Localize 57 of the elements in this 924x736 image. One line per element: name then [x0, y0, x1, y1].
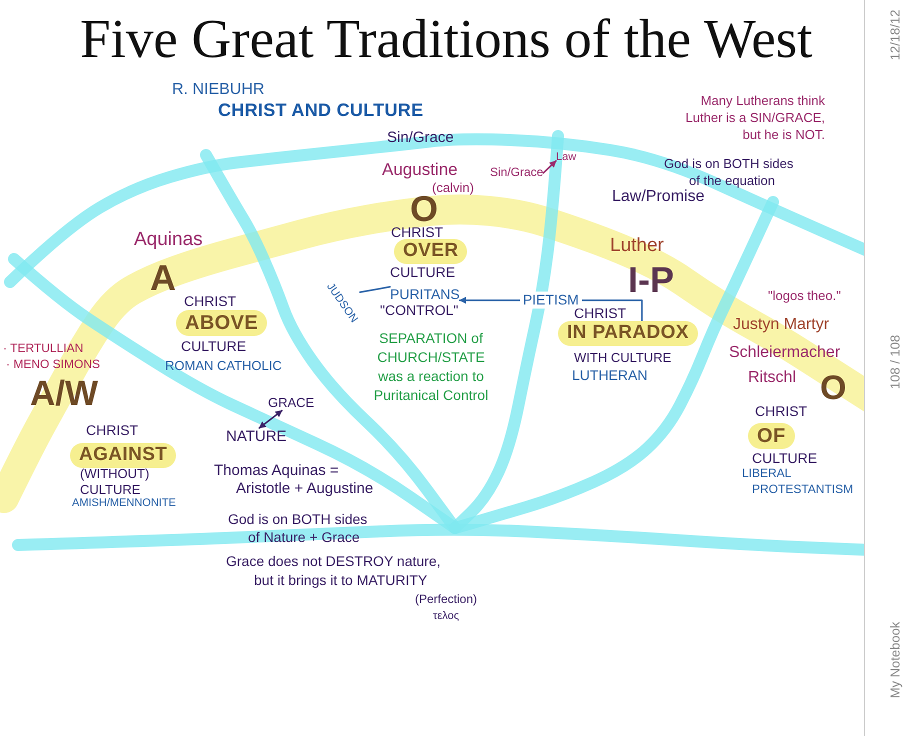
church-name: ROMAN CATHOLIC	[165, 358, 282, 374]
tradition-letter: A/W	[30, 376, 98, 411]
tradition-label: WITH CULTURE	[574, 350, 672, 366]
tradition-letter: I-P	[628, 262, 674, 298]
title: Five Great Traditions of the West	[80, 9, 812, 70]
note-text: "CONTROL"	[380, 302, 458, 319]
tradition-label: CHRIST	[391, 224, 444, 241]
tradition-label: CULTURE	[181, 338, 246, 355]
tradition-label: CULTURE	[752, 450, 818, 467]
leader-line	[359, 286, 391, 293]
date-text: 12/18/12	[888, 10, 902, 60]
note-text: God is on BOTH sides of Nature + Grace	[228, 510, 368, 546]
note-text: τελος	[433, 610, 460, 624]
theologian-name: Augustine	[382, 160, 458, 180]
church-name: LIBERAL PROTESTANTISM	[742, 465, 854, 497]
tradition-letter: A	[150, 260, 176, 296]
highlighted-term: IN PARADOX	[558, 321, 698, 346]
theologian-name: Luther	[610, 235, 664, 258]
note-text: Sin/Grace	[490, 165, 544, 180]
theologian-name: · TERTULLIAN	[3, 341, 84, 356]
note-text: Grace does not DESTROY nature, but it brings it to MATURITY	[226, 552, 442, 590]
note-text: Many Lutherans think Luther is a SIN/GRACE, but he is NOT.	[684, 92, 825, 143]
highlighted-term: OF	[748, 423, 795, 449]
concept-label: GRACE	[268, 395, 314, 411]
theologian-name: Aquinas	[134, 229, 203, 252]
tradition-label: CHRIST	[184, 293, 236, 310]
note-text: Law/Promise	[612, 187, 704, 206]
tradition-label: CHRIST	[755, 403, 808, 420]
notebook-name: My Notebook	[888, 622, 902, 698]
note-text: SEPARATION of CHURCH/STATE was a reaction to Puritanical Control	[372, 329, 490, 405]
note-text: Law	[556, 151, 576, 164]
note-text: God is on BOTH sides of the equation	[664, 155, 794, 189]
note-text: "logos theo."	[768, 288, 841, 304]
church-name: AMISH/MENNONITE	[72, 497, 176, 510]
edge-label: PIETISM	[520, 292, 582, 309]
tradition-label: (WITHOUT) CULTURE	[80, 466, 150, 498]
subtitle: CHRIST AND CULTURE	[218, 100, 424, 122]
church-name: LUTHERAN	[572, 367, 648, 384]
theologian-name: Ritschl	[748, 368, 796, 388]
tradition-label: CULTURE	[390, 264, 456, 281]
highlighted-term: OVER	[394, 239, 468, 264]
highlighted-term: AGAINST	[70, 443, 176, 468]
theologian-name: · MENO SIMONS	[6, 357, 100, 372]
note-text: Thomas Aquinas = Aristotle + Augustine	[214, 462, 374, 498]
concept-label: NATURE	[226, 428, 287, 446]
author-name: R. NIEBUHR	[172, 80, 264, 100]
note-text: (Perfection)	[415, 592, 478, 606]
group-name: PURITANS	[390, 286, 460, 303]
page-number: 108 / 108	[888, 334, 902, 390]
theologian-name: Justyn Martyr	[733, 315, 830, 334]
arrow	[258, 410, 283, 429]
highlighted-term: ABOVE	[176, 310, 268, 336]
note-text: Sin/Grace	[387, 129, 454, 147]
tradition-label: CHRIST	[86, 422, 138, 439]
arrow	[542, 160, 557, 174]
theologian-name: Schleiermacher	[729, 343, 840, 362]
tradition-letter: O	[820, 371, 846, 405]
